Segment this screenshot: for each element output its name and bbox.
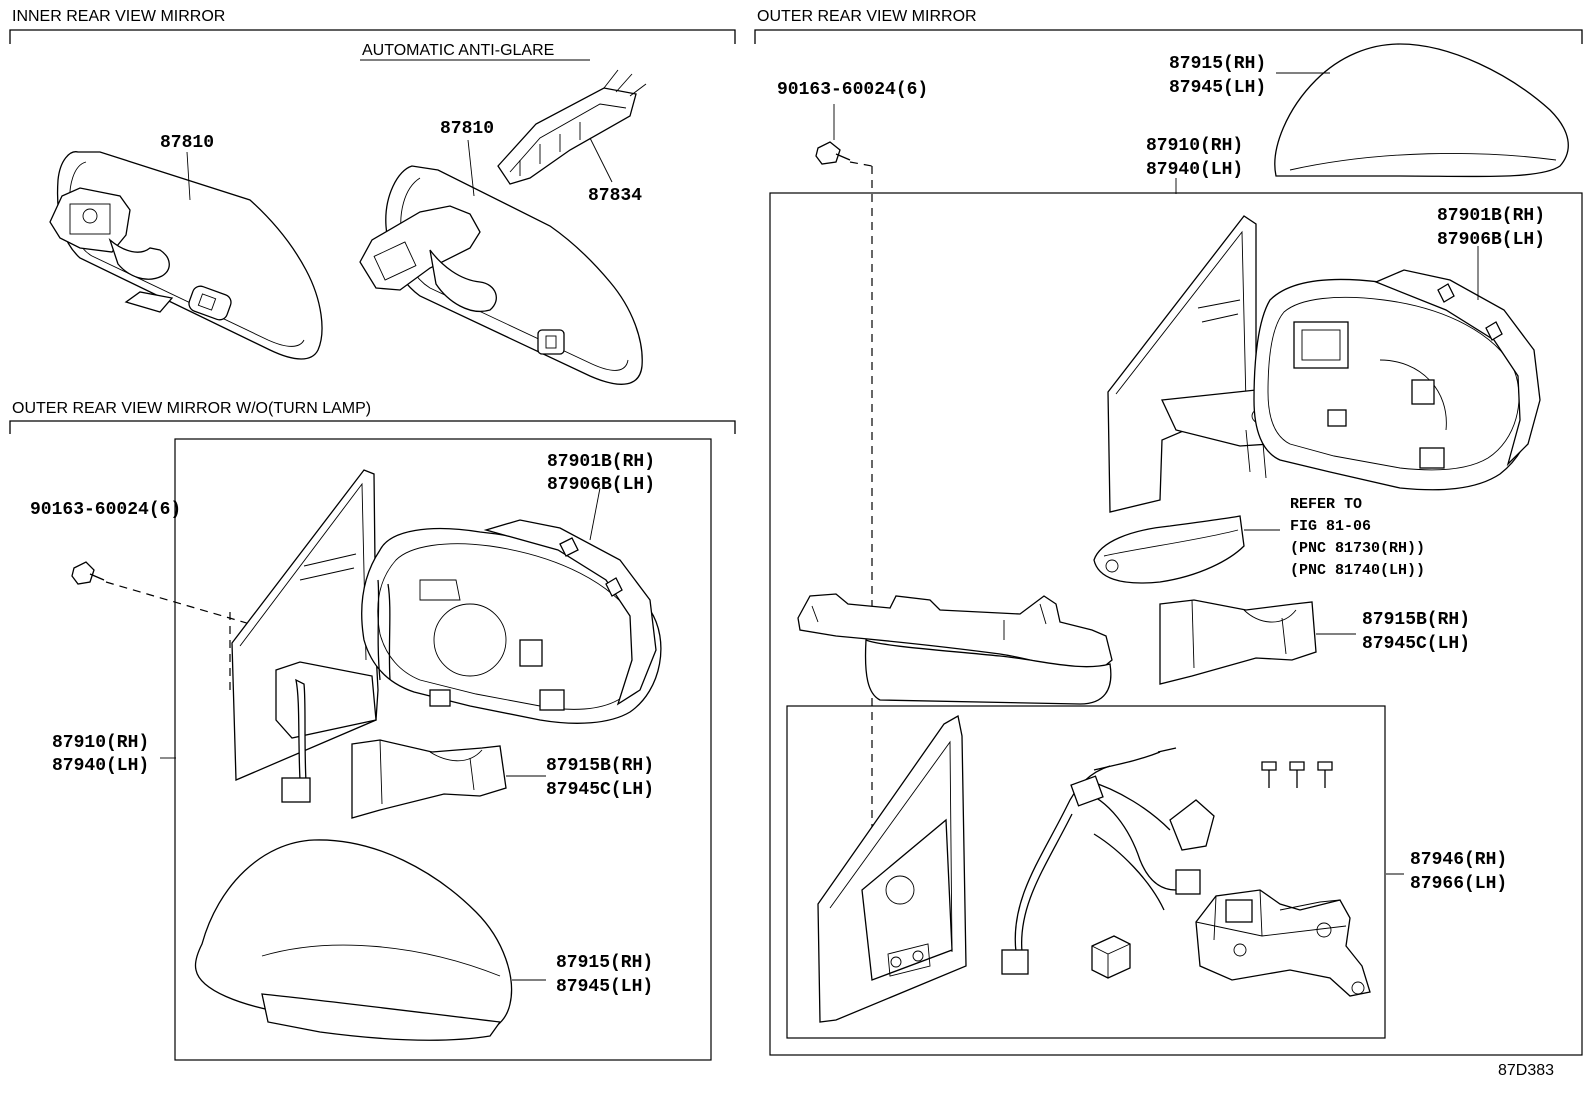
right-motor-actuator	[1195, 889, 1371, 997]
right-motor-box	[786, 705, 1386, 1039]
leader-87810-b	[467, 139, 475, 197]
right-turn-lamp	[1093, 515, 1245, 584]
part-right-cover-b-rh: 87915B(RH)	[1362, 610, 1470, 630]
refer-line-1: REFER TO	[1290, 496, 1362, 513]
left-assembly-box	[174, 438, 712, 1061]
part-left-assy-rh: 87910(RH)	[52, 733, 149, 753]
right-connector-clip	[1091, 935, 1131, 979]
part-right-cover-lh: 87945(LH)	[1169, 78, 1266, 98]
left-mirror-base	[231, 469, 379, 803]
section-outer-wo-bracket	[9, 420, 736, 434]
right-cover-b	[1159, 599, 1317, 685]
part-left-cover-lh: 87945(LH)	[556, 977, 653, 997]
part-left-cover-rh: 87915(RH)	[556, 953, 653, 973]
section-outer-mirror-title: OUTER REAR VIEW MIRROR	[757, 8, 977, 25]
refer-line-4: (PNC 81740(LH))	[1290, 562, 1425, 579]
part-right-frame-rh: 87901B(RH)	[1437, 206, 1545, 226]
left-bolt	[71, 561, 105, 585]
part-left-frame-rh: 87901B(RH)	[547, 452, 655, 472]
inner-mirror-anti-glare	[359, 69, 647, 385]
part-left-cover-b-rh: 87915B(RH)	[546, 756, 654, 776]
left-mirror-frame	[361, 519, 662, 724]
part-87810-b: 87810	[440, 119, 494, 139]
section-outer-wo-turn-title: OUTER REAR VIEW MIRROR W/O(TURN LAMP)	[12, 400, 371, 417]
section-inner-mirror-title: INNER REAR VIEW MIRROR	[12, 8, 225, 25]
leader-87834	[589, 137, 613, 183]
right-motor-base-plate	[817, 714, 967, 1023]
part-87834: 87834	[588, 186, 642, 206]
part-right-motor-lh: 87966(LH)	[1410, 874, 1507, 894]
leader-87810-a	[186, 151, 191, 201]
part-left-cover-c-lh: 87945C(LH)	[546, 780, 654, 800]
right-lower-housing	[797, 593, 1113, 705]
part-left-frame-lh: 87906B(LH)	[547, 475, 655, 495]
part-right-cover-c-lh: 87945C(LH)	[1362, 634, 1470, 654]
right-top-cover	[1274, 43, 1569, 178]
part-right-frame-lh: 87906B(LH)	[1437, 230, 1545, 250]
right-bolt-dashed-top	[849, 161, 873, 167]
right-mirror-frame	[1253, 269, 1541, 491]
part-87810-a: 87810	[160, 133, 214, 153]
refer-line-2: FIG 81-06	[1290, 518, 1371, 535]
part-right-bolt: 90163-60024(6)	[777, 80, 928, 100]
part-right-assy-lh: 87940(LH)	[1146, 160, 1243, 180]
part-right-motor-rh: 87946(RH)	[1410, 850, 1507, 870]
diagram-code: 87D383	[1498, 1062, 1554, 1079]
right-screws	[1261, 761, 1333, 788]
section-inner-bracket	[9, 29, 736, 44]
left-mirror-cover	[194, 839, 513, 1041]
part-right-cover-rh: 87915(RH)	[1169, 54, 1266, 74]
left-cover-b	[351, 739, 507, 819]
part-left-assy-lh: 87940(LH)	[52, 756, 149, 776]
right-wire-harness	[1001, 747, 1215, 975]
right-bolt	[815, 141, 851, 165]
part-right-assy-rh: 87910(RH)	[1146, 136, 1243, 156]
refer-line-3: (PNC 81730(RH))	[1290, 540, 1425, 557]
section-anti-glare-title: AUTOMATIC ANTI-GLARE	[362, 42, 554, 59]
section-outer-bracket	[754, 29, 1583, 44]
part-left-bolt: 90163-60024(6)	[30, 500, 181, 520]
inner-mirror-plain	[49, 151, 323, 360]
leader-left-frame	[589, 487, 601, 541]
